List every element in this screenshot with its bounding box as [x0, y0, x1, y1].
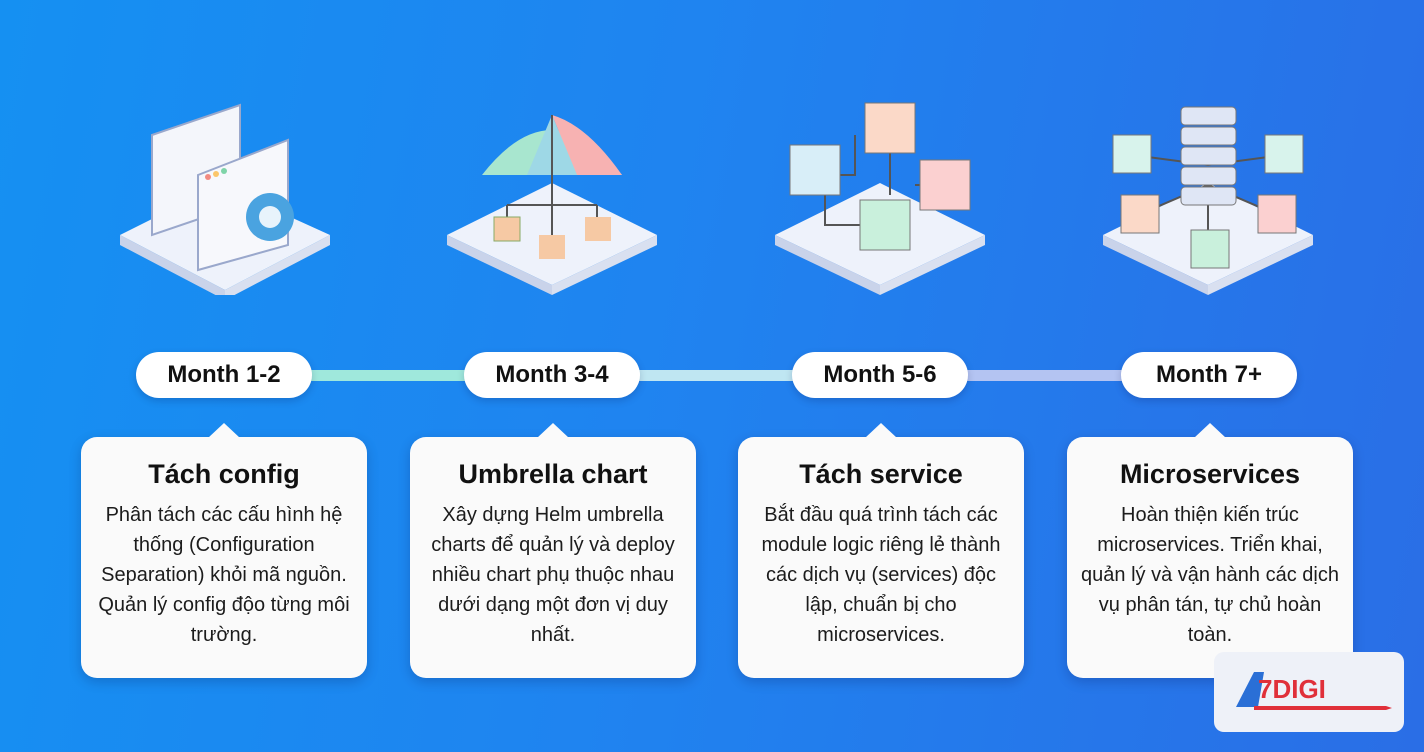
timeline-connector	[630, 370, 810, 381]
period-badge-1: Month 1-2	[136, 352, 312, 398]
period-badge-4: Month 7+	[1121, 352, 1297, 398]
stage-title: Tách config	[148, 459, 300, 489]
stage-title: Microservices	[1119, 459, 1301, 489]
stage-title: Tách service	[799, 459, 963, 489]
timeline-connector	[300, 370, 480, 381]
stage-description: Hoàn thiện kiến trúc microservices. Triể…	[1081, 504, 1339, 646]
stage-card-4: Microservices Hoàn thiện kiến trúc micro…	[1067, 423, 1353, 678]
stage-description: Bắt đầu quá trình tách các module logic …	[761, 504, 1001, 646]
svg-text:7DIGI: 7DIGI	[1258, 674, 1326, 704]
a7digi-logo: 7DIGI	[1214, 652, 1404, 732]
microservices-network-icon	[1103, 106, 1313, 295]
stage-card-3: Tách service Bắt đầu quá trình tách các …	[738, 423, 1024, 678]
config-windows-gear-icon	[120, 103, 330, 295]
stage-description: Xây dựng Helm umbrella charts để quản lý…	[431, 504, 675, 646]
period-badge-2: Month 3-4	[464, 352, 640, 398]
stage-card-2: Umbrella chart Xây dựng Helm umbrella ch…	[410, 423, 696, 678]
stage-card-1: Tách config Phân tách các cấu hình hệ th…	[81, 423, 367, 678]
umbrella-chart-icon	[447, 115, 657, 295]
separated-cubes-icon	[775, 102, 985, 295]
stage-title: Umbrella chart	[458, 459, 648, 489]
timeline-connector	[960, 370, 1140, 381]
period-badge-3: Month 5-6	[792, 352, 968, 398]
stage-description: Phân tách các cấu hình hệ thống (Configu…	[98, 504, 350, 646]
